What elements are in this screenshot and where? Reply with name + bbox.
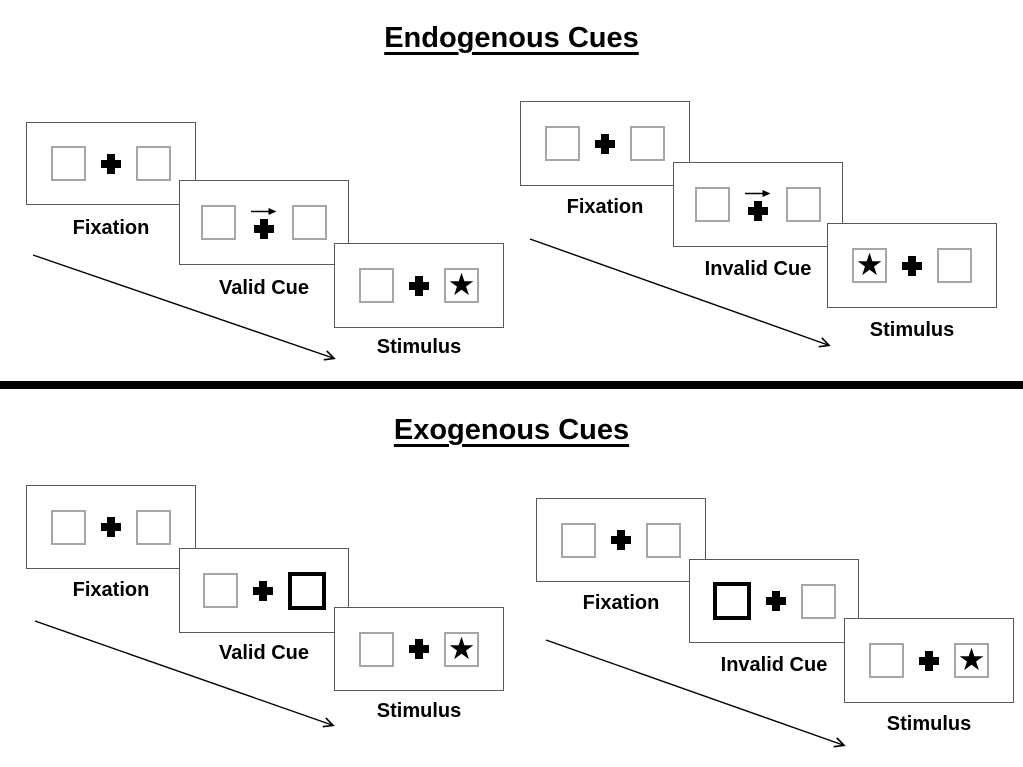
highlighted-cue-box xyxy=(287,571,326,610)
invalid-cue-label: Invalid Cue xyxy=(720,654,828,676)
exo-valid-fixation-panel xyxy=(26,485,196,569)
stimulus-label: Stimulus xyxy=(869,319,955,341)
central-cue xyxy=(251,207,277,239)
right-box xyxy=(136,146,171,181)
right-box xyxy=(800,583,836,619)
endo-valid-cue-panel xyxy=(179,180,349,265)
fixation-cross-icon xyxy=(748,200,768,221)
exo-invalid-stimulus-panel: ★ xyxy=(844,618,1014,703)
fixation-cross-icon xyxy=(101,153,121,174)
right-box xyxy=(630,126,665,161)
star-target-box: ★ xyxy=(954,643,989,678)
star-icon: ★ xyxy=(447,630,476,666)
endo-valid-stimulus-panel: ★ xyxy=(334,243,504,328)
central-cue xyxy=(745,189,771,221)
highlighted-cue-box xyxy=(712,582,751,620)
exo-valid-cue-panel xyxy=(179,548,349,633)
left-box xyxy=(695,187,730,222)
endo-invalid-fixation-panel xyxy=(520,101,690,186)
stimulus-label: Stimulus xyxy=(886,713,972,735)
exogenous-section-title: Exogenous Cues xyxy=(393,414,630,446)
fixation-label: Fixation xyxy=(72,579,150,601)
timeline-arrow xyxy=(529,238,831,348)
endo-invalid-stimulus-panel: ★ xyxy=(827,223,997,308)
left-box xyxy=(561,522,596,558)
fixation-cross-icon xyxy=(252,580,273,601)
endo-invalid-cue-panel xyxy=(673,162,843,247)
invalid-cue-label: Invalid Cue xyxy=(704,258,812,280)
timeline-arrow xyxy=(545,639,846,748)
star-icon: ★ xyxy=(855,247,884,282)
valid-cue-label: Valid Cue xyxy=(218,642,310,664)
star-target-box: ★ xyxy=(444,268,479,303)
star-icon: ★ xyxy=(447,267,476,302)
fixation-cross-icon xyxy=(611,530,631,550)
left-box xyxy=(545,126,580,161)
stimulus-label: Stimulus xyxy=(376,700,462,722)
fixation-cross-icon xyxy=(902,255,922,276)
right-box xyxy=(646,522,681,558)
exo-invalid-cue-panel xyxy=(689,559,859,643)
right-box xyxy=(292,205,327,240)
endo-valid-fixation-panel xyxy=(26,122,196,205)
endogenous-section-title: Endogenous Cues xyxy=(384,22,639,54)
star-icon: ★ xyxy=(957,642,986,677)
fixation-cross-icon xyxy=(409,275,429,296)
fixation-cross-icon xyxy=(254,218,274,239)
fixation-label: Fixation xyxy=(566,196,644,218)
timeline-arrow xyxy=(34,620,335,728)
cue-arrow-right-icon xyxy=(251,207,277,215)
left-box xyxy=(51,509,86,545)
section-divider xyxy=(0,381,1023,389)
exo-valid-stimulus-panel: ★ xyxy=(334,607,504,691)
left-box xyxy=(51,146,86,181)
right-box xyxy=(937,248,972,283)
star-target-box: ★ xyxy=(852,248,887,283)
fixation-cross-icon xyxy=(409,639,429,659)
fixation-label: Fixation xyxy=(72,217,150,239)
fixation-cross-icon xyxy=(919,650,939,671)
exo-invalid-fixation-panel xyxy=(536,498,706,582)
left-box xyxy=(202,573,238,608)
left-box xyxy=(359,631,394,667)
left-box xyxy=(869,643,904,678)
fixation-label: Fixation xyxy=(582,592,660,614)
fixation-cross-icon xyxy=(765,591,786,611)
left-box xyxy=(359,268,394,303)
right-box xyxy=(786,187,821,222)
left-box xyxy=(201,205,236,240)
cue-arrow-right-icon xyxy=(745,189,771,197)
right-box xyxy=(136,509,171,545)
star-target-box: ★ xyxy=(444,630,479,667)
timeline-arrow xyxy=(32,254,336,361)
fixation-cross-icon xyxy=(101,517,121,537)
stimulus-label: Stimulus xyxy=(376,336,462,358)
fixation-cross-icon xyxy=(595,133,615,154)
valid-cue-label: Valid Cue xyxy=(218,277,310,299)
